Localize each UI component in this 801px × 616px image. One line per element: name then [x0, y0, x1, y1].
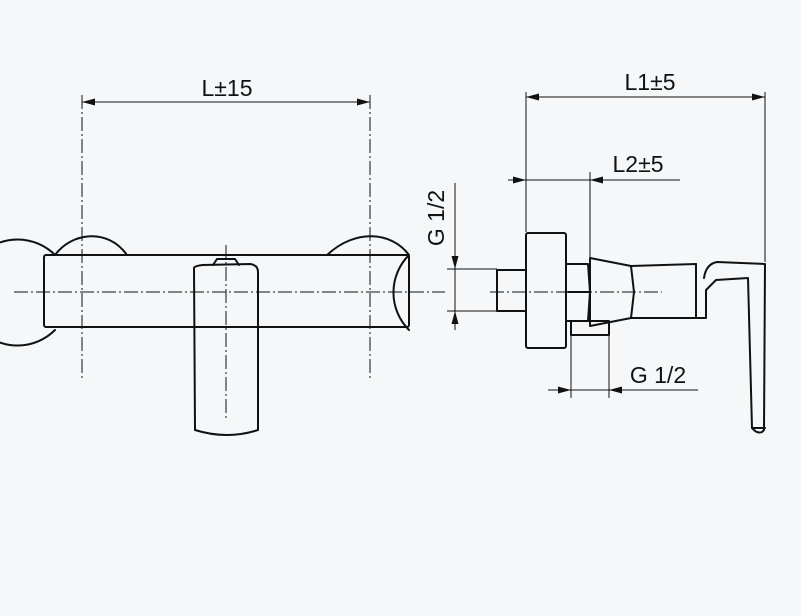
left-wall-disk [0, 235, 128, 347]
inlet-pipe [496, 269, 527, 312]
dimension-l-label: L±15 [202, 75, 253, 101]
side-mixer-lever [695, 261, 766, 434]
wall-flange [525, 232, 567, 349]
side-view: L1±5 L2±5 G 1/2 G 1/2 [423, 69, 766, 434]
dimension-l2-label: L2±5 [613, 151, 664, 177]
dimension-g-horizontal: G 1/2 [548, 362, 698, 394]
dimension-l2: L2±5 [508, 151, 680, 184]
cone-coupling [589, 257, 635, 327]
right-wall-disk [326, 235, 410, 331]
dimension-g-vertical: G 1/2 [423, 183, 459, 330]
dimension-l: L±15 [82, 75, 370, 106]
front-view: L±15 [0, 75, 445, 436]
dimension-g-vertical-label: G 1/2 [423, 190, 449, 246]
dimension-l1-label: L1±5 [625, 69, 676, 95]
connecting-tube [630, 263, 697, 319]
lever-handle [193, 263, 259, 436]
dimension-l1: L1±5 [526, 69, 765, 101]
dimension-g-horizontal-label: G 1/2 [630, 362, 686, 388]
